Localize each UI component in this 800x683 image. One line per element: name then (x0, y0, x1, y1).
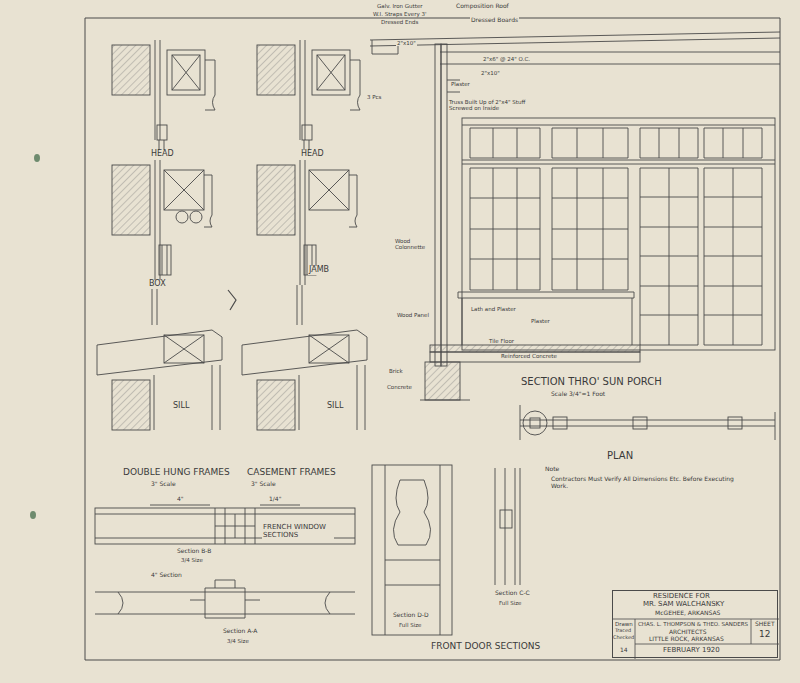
title-block-text: 14 (620, 647, 628, 654)
title-block-text: RESIDENCE FOR (653, 593, 710, 601)
drawing-label: Wood Panel (396, 312, 434, 318)
drawing-label: W.I. Straps Every 3' (372, 11, 427, 17)
title-block-text: Checked (613, 635, 634, 640)
drawing-label: DOUBLE HUNG FRAMES (122, 468, 231, 478)
drawing-label: SECTION THRO' SUN PORCH (520, 376, 663, 387)
drawing-label: Scale 3/4"=1 Foot (550, 391, 606, 398)
drawing-label: Full Size (398, 622, 422, 628)
title-block: RESIDENCE FORMR. SAM WALCHANSKYMcGEHEE, … (612, 590, 778, 658)
drawing-label: BOX (148, 280, 167, 289)
drawing-label: 2"x6" @ 24" O.C. (482, 56, 531, 62)
drawing-label: 1/4" (268, 496, 282, 503)
drawing-label: Brick (388, 368, 404, 374)
drawing-label: JAMB (308, 266, 330, 275)
drawing-label: Reinforced Concrete (500, 353, 558, 359)
title-block-text: 12 (759, 630, 770, 640)
title-block-text: ARCHITECTS (669, 629, 707, 636)
drawing-label: FRONT DOOR SECTIONS (430, 642, 541, 652)
drawing-label: 3/4 Size (180, 557, 204, 563)
drawing-label: Tile Floor (488, 338, 515, 344)
drawing-label: Full Size (498, 600, 522, 606)
drawing-label: HEAD (150, 150, 175, 159)
drawing-label: Section B-B (176, 548, 212, 555)
title-block-text: SHEET (755, 621, 775, 628)
drawing-label: 4" (176, 496, 185, 503)
drawing-label: Section D-D (392, 612, 430, 619)
title-block-text: FEBRUARY 1920 (663, 647, 720, 655)
title-block-text: Drawn (615, 621, 633, 627)
drawing-label: 3/4 Size (226, 638, 250, 644)
drawing-label: Contractors Must Verify All Dimensions E… (550, 476, 742, 489)
drawing-label: 3" Scale (250, 481, 277, 488)
drawing-label: HEAD (300, 150, 325, 159)
title-block-text: Traced (615, 628, 631, 633)
drawing-label: Lath and Plaster (470, 306, 517, 312)
title-block-text: McGEHEE, ARKANSAS (655, 610, 720, 617)
drawing-label: Section A-A (222, 628, 258, 635)
drawing-label: 2"x10" (480, 70, 501, 76)
drawing-label: Plaster (450, 81, 471, 87)
drawing-label: Wood Colonnette (394, 238, 434, 250)
drawing-label: Galv. Iron Gutter (376, 3, 424, 9)
title-block-text: CHAS. L. THOMPSON & THEO. SANDERS (638, 621, 748, 627)
drawing-label: Section C-C (494, 590, 531, 597)
drawing-label: FRENCH WINDOW SECTIONS (262, 524, 334, 539)
drawing-label: Truss Built Up of 2"x4" Stuff Screwed on… (448, 99, 540, 111)
title-block-text: MR. SAM WALCHANSKY (643, 601, 724, 609)
drawing-label: Concrete (386, 384, 413, 390)
drawing-label: PLAN (606, 450, 634, 461)
drawing-label: SILL (326, 402, 344, 411)
drawing-label: 2"x10" (396, 40, 417, 46)
title-block-text: LITTLE ROCK, ARKANSAS (649, 636, 724, 643)
drawing-label: Dressed Boards (470, 17, 519, 24)
drawing-label: 3" Scale (150, 481, 177, 488)
drawing-label: Dressed Ends (380, 19, 419, 25)
drawing-label: Note (544, 466, 560, 473)
drawing-label: 4" Section (150, 572, 183, 579)
drawing-label: SILL (172, 402, 190, 411)
drawing-label: Composition Roof (455, 3, 510, 10)
drawing-label: 3 Pcs (366, 94, 382, 100)
drawing-label: Plaster (530, 318, 551, 324)
drawing-label: CASEMENT FRAMES (246, 468, 337, 478)
